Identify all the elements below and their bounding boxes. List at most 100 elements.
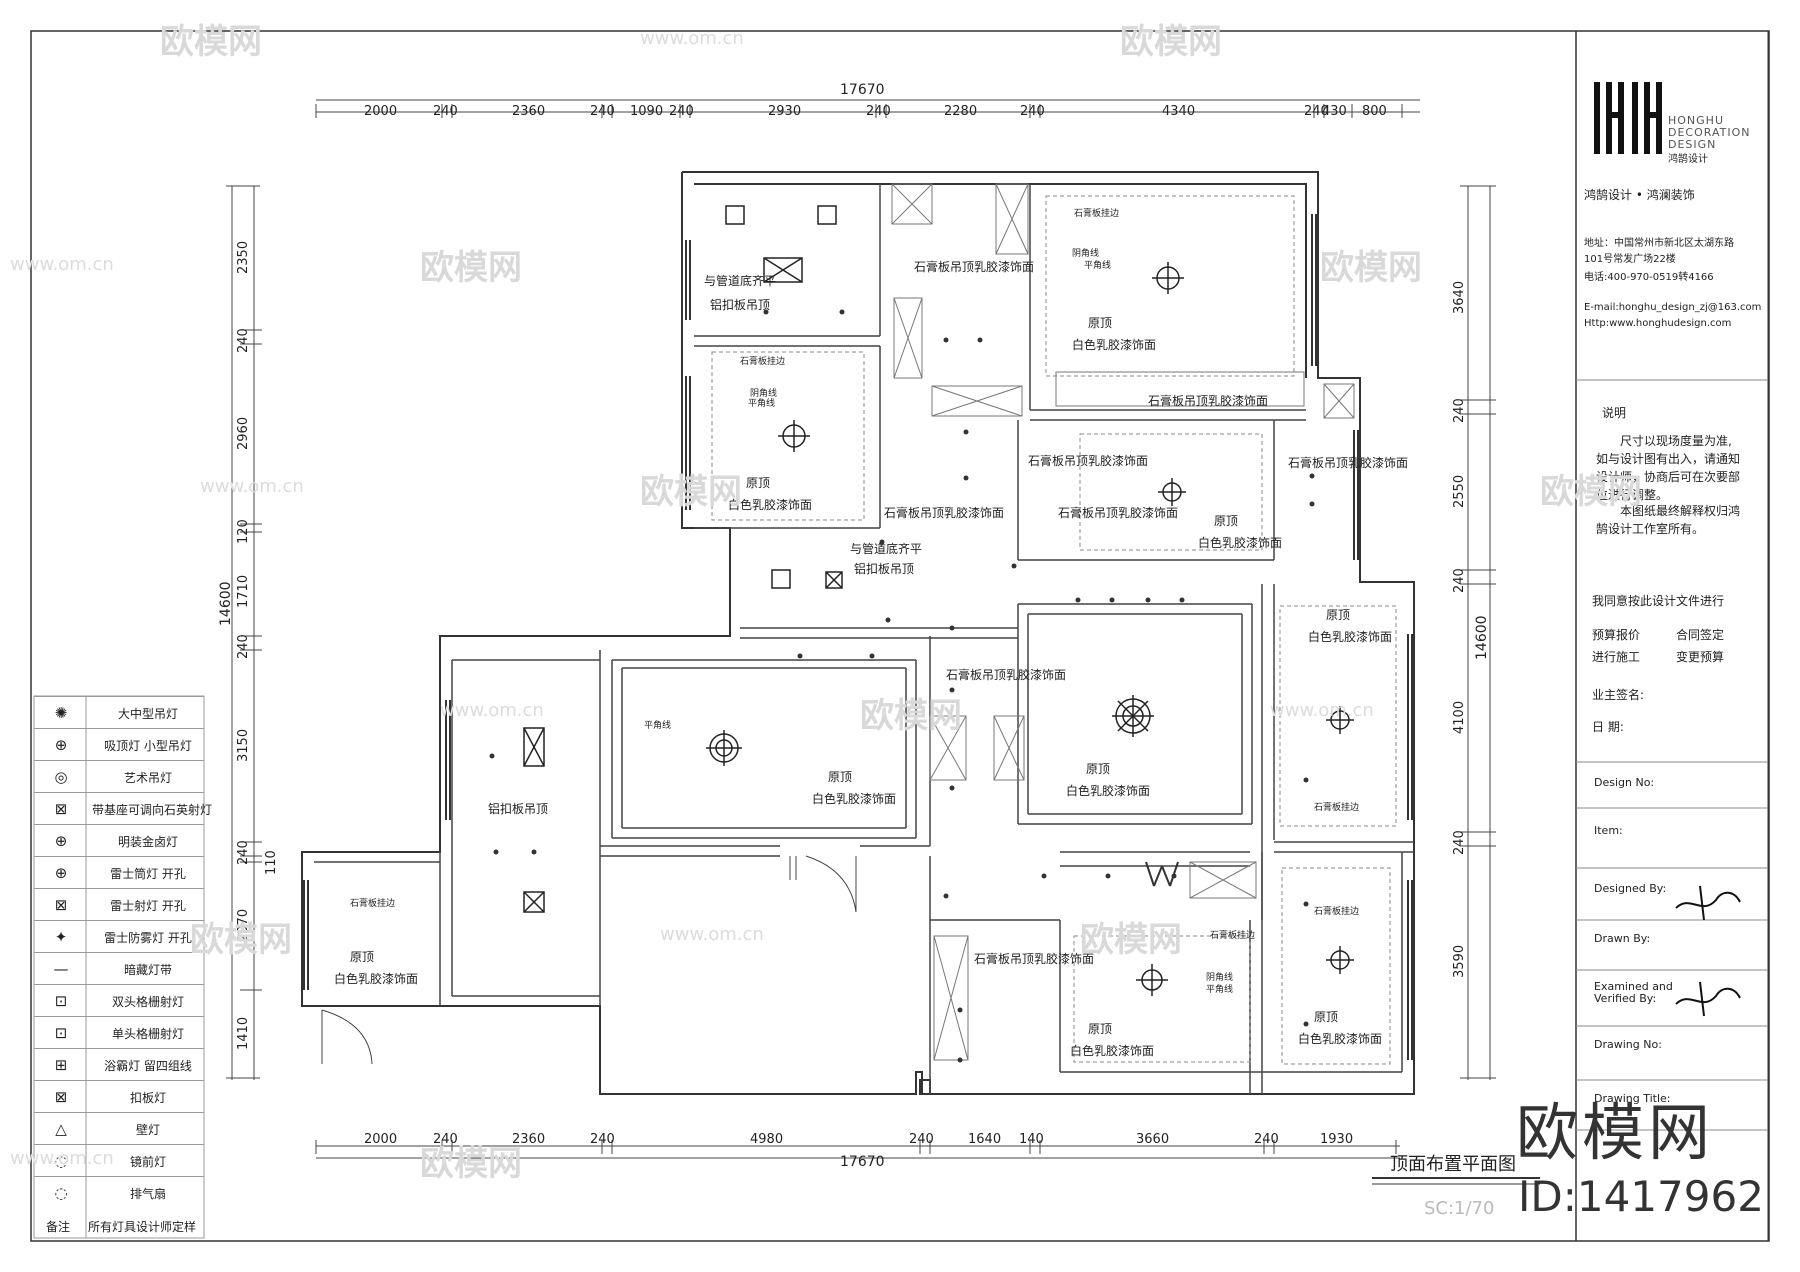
left-dimension-value: 240 xyxy=(236,840,251,865)
drawing-title: 顶面布置平面图 xyxy=(1390,1154,1516,1175)
single-grille-light-icon: ⊡ xyxy=(54,1024,68,1042)
website: Http:www.honghudesign.com xyxy=(1584,318,1732,329)
watermark-big-brand: 欧模网 xyxy=(1516,1096,1715,1169)
left-dimension-value: 3150 xyxy=(236,728,251,762)
bedroom-tr-orig: 原顶 xyxy=(1088,316,1113,330)
right-dimension-value: 3590 xyxy=(1452,944,1467,978)
legend-row: ⊕明装金卤灯 xyxy=(34,824,204,857)
legend-row: ✦雷士防雾灯 开孔 xyxy=(34,920,204,953)
ceiling-lamp-icon: ⊕ xyxy=(54,736,68,754)
notes-line-3: 设计师，协商后可在次要部 xyxy=(1596,470,1741,484)
watermark-domain: www.om.cn xyxy=(440,700,544,721)
edge-note-2: 石膏板挂边 xyxy=(740,357,786,367)
phone: 电话:400-970-0519转4166 xyxy=(1584,272,1714,283)
left-dimension-value: 120 xyxy=(236,519,251,544)
legend-row: ⊠雷士射灯 开孔 xyxy=(34,888,204,921)
flat-corner-4: 平角线 xyxy=(1206,985,1234,995)
watermark-brand: 欧模网 xyxy=(1540,472,1642,512)
left-dimension-value: 1410 xyxy=(236,1016,251,1050)
owner-signature-field: 业主签名: xyxy=(1592,688,1645,702)
left-dimension-chain xyxy=(226,185,262,1080)
legend-label: 扣板灯 xyxy=(129,1091,166,1105)
legend-label: 壁灯 xyxy=(135,1123,160,1137)
top-dimension-value: 2930 xyxy=(768,104,802,119)
email: E-mail:honghu_design_zj@163.com xyxy=(1584,302,1762,313)
windows xyxy=(303,214,1413,1060)
right-dimension-value: 240 xyxy=(1452,568,1467,593)
kitchen-pipe-note: 与管道底齐平 xyxy=(704,274,777,288)
beam-cross-boxes xyxy=(891,183,1355,1061)
legend-label: 雷士筒灯 开孔 xyxy=(110,867,186,881)
brand-logo xyxy=(1594,82,1662,154)
brand-cn: 鸿鹄设计 xyxy=(1668,154,1708,165)
date-field: 日 期: xyxy=(1592,720,1624,734)
watermark-domain: www.om.cn xyxy=(10,254,114,275)
watermark-brand: 欧模网 xyxy=(420,1144,522,1184)
study-paint: 白色乳胶漆饰面 xyxy=(1198,536,1283,550)
brand-en-3: DESIGN xyxy=(1668,138,1717,151)
legend-label: 暗藏灯带 xyxy=(123,963,172,977)
legend-label: 大中型吊灯 xyxy=(117,707,178,721)
legend-row: ⊞浴霸灯 留四组线 xyxy=(34,1048,204,1081)
bottom-dimension-value: 240 xyxy=(909,1132,934,1147)
bottom-paint: 白色乳胶漆饰面 xyxy=(1070,1044,1155,1058)
bottom-dimension-value: 240 xyxy=(433,1132,458,1147)
total-width-bottom: 17670 xyxy=(840,1154,885,1170)
watermark-brand: 欧模网 xyxy=(190,920,292,960)
living-paint: 白色乳胶漆饰面 xyxy=(1066,784,1151,798)
examined-label: Examined and xyxy=(1594,980,1673,993)
exhaust-fan-icon: ◌ xyxy=(54,1184,68,1202)
left-dimension-value: 240 xyxy=(236,634,251,659)
drawing-title-label: Drawing Title: xyxy=(1594,1092,1671,1105)
center-gypsum-2: 石膏板吊顶乳胶漆饰面 xyxy=(1058,506,1179,520)
bottom-dimension-value: 1640 xyxy=(968,1132,1002,1147)
watermark-brand: 欧模网 xyxy=(1320,248,1422,288)
panel-light-icon: ⊠ xyxy=(54,1088,68,1106)
top-dimension-value: 240 xyxy=(1304,104,1329,119)
legend-label: 单头格栅射灯 xyxy=(111,1027,184,1041)
edge-note-4: 石膏板挂边 xyxy=(1314,803,1360,813)
legend-label: 双头格栅射灯 xyxy=(111,995,184,1009)
top-dimension-value: 430 xyxy=(1322,104,1347,119)
legend-label: 浴霸灯 留四组线 xyxy=(104,1059,192,1073)
option-construction: 进行施工 xyxy=(1592,650,1641,664)
bath-ceiling-label: 铝扣板吊顶 xyxy=(854,562,915,576)
agree-text: 我同意按此设计文件进行 xyxy=(1592,594,1725,608)
corridor-gypsum-2: 石膏板吊顶乳胶漆饰面 xyxy=(884,506,1005,520)
legend-row: ◌镜前灯 xyxy=(34,1144,204,1177)
left-dimension-value: 240 xyxy=(236,328,251,353)
legend-label: 雷士防雾灯 开孔 xyxy=(104,931,192,945)
top-dimension-value: 800 xyxy=(1362,104,1387,119)
edge-note-5: 石膏板挂边 xyxy=(1314,907,1360,917)
yin-corner-3: 阴角线 xyxy=(1206,973,1234,983)
bottom-dimension-value: 3660 xyxy=(1136,1132,1170,1147)
sheet-border xyxy=(30,30,1770,1242)
wall-lamp-icon: △ xyxy=(55,1120,67,1138)
bedroom-tr-paint: 白色乳胶漆饰面 xyxy=(1072,338,1157,352)
legend-row: ⊡ 单头格栅射灯 xyxy=(34,1016,204,1049)
center-gypsum-1: 石膏板吊顶乳胶漆饰面 xyxy=(1028,454,1149,468)
title-block-lines xyxy=(1576,379,1768,1131)
notes-title: 说明 xyxy=(1602,406,1627,420)
top-dimension-value: 240 xyxy=(1020,104,1045,119)
option-sign-contract: 合同签定 xyxy=(1676,628,1725,642)
living-gypsum-label: 石膏板吊顶乳胶漆饰面 xyxy=(946,668,1067,682)
bottom-right-paint: 白色乳胶漆饰面 xyxy=(1298,1032,1383,1046)
drawing-scale: SC:1/70 xyxy=(1424,1198,1495,1219)
notes-line-4: 位进行调整。 xyxy=(1596,488,1669,502)
option-change-budget: 变更预算 xyxy=(1676,650,1725,664)
outer-walls xyxy=(301,171,1415,1095)
left-dimension-value: 2350 xyxy=(236,240,251,274)
notes-line-6: 鹄设计工作室所有。 xyxy=(1596,522,1705,536)
small-room-paint: 白色乳胶漆饰面 xyxy=(334,972,419,986)
kitchen-ceiling-label: 铝扣板吊顶 xyxy=(710,298,771,312)
flat-corner-3: 平角线 xyxy=(644,721,672,731)
drawn-by-label: Drawn By: xyxy=(1594,932,1651,945)
watermark-brand: 欧模网 xyxy=(420,248,522,288)
quartz-spotlight-icon: ⊠ xyxy=(54,800,68,818)
left-dimension-value: 110 xyxy=(264,850,279,875)
top-dimension-value: 240 xyxy=(669,104,694,119)
double-grille-light-icon: ⊡ xyxy=(54,992,68,1010)
drawing-no-label: Drawing No: xyxy=(1594,1038,1662,1051)
